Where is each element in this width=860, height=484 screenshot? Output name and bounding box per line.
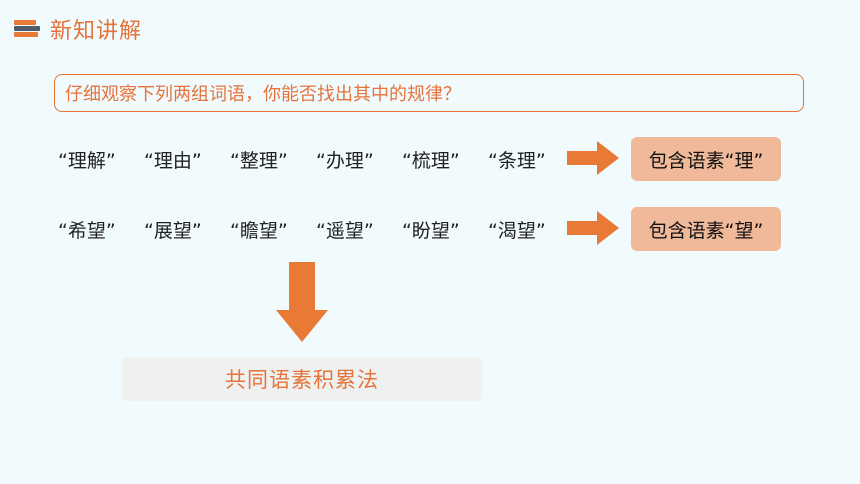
down-arrow-icon bbox=[276, 262, 328, 342]
word-group-2: “希望” “展望” “瞻望” “遥望” “盼望” “渴望” bbox=[58, 216, 574, 243]
word-item: “希望” bbox=[58, 220, 116, 242]
word-item: “梳理” bbox=[402, 150, 460, 172]
word-item: “盼望” bbox=[402, 220, 460, 242]
word-group-1: “理解” “理由” “整理” “办理” “梳理” “条理” bbox=[58, 146, 574, 173]
result-box-1: 包含语素“理” bbox=[631, 137, 781, 181]
slide-header: 新知讲解 bbox=[14, 14, 142, 44]
slide-title: 新知讲解 bbox=[50, 19, 143, 44]
word-item: “办理” bbox=[316, 150, 374, 172]
word-item: “展望” bbox=[144, 220, 202, 242]
method-box: 共同语素积累法 bbox=[122, 357, 482, 401]
word-item: “条理” bbox=[488, 150, 546, 172]
question-box: 仔细观察下列两组词语，你能否找出其中的规律？ bbox=[54, 74, 804, 112]
books-icon bbox=[14, 18, 42, 40]
right-arrow-icon bbox=[567, 141, 619, 175]
word-item: “渴望” bbox=[488, 220, 546, 242]
word-item: “理解” bbox=[58, 150, 116, 172]
word-item: “理由” bbox=[144, 150, 202, 172]
result-box-2: 包含语素“望” bbox=[631, 207, 781, 251]
word-item: “整理” bbox=[230, 150, 288, 172]
word-item: “遥望” bbox=[316, 220, 374, 242]
right-arrow-icon bbox=[567, 211, 619, 245]
word-item: “瞻望” bbox=[230, 220, 288, 242]
